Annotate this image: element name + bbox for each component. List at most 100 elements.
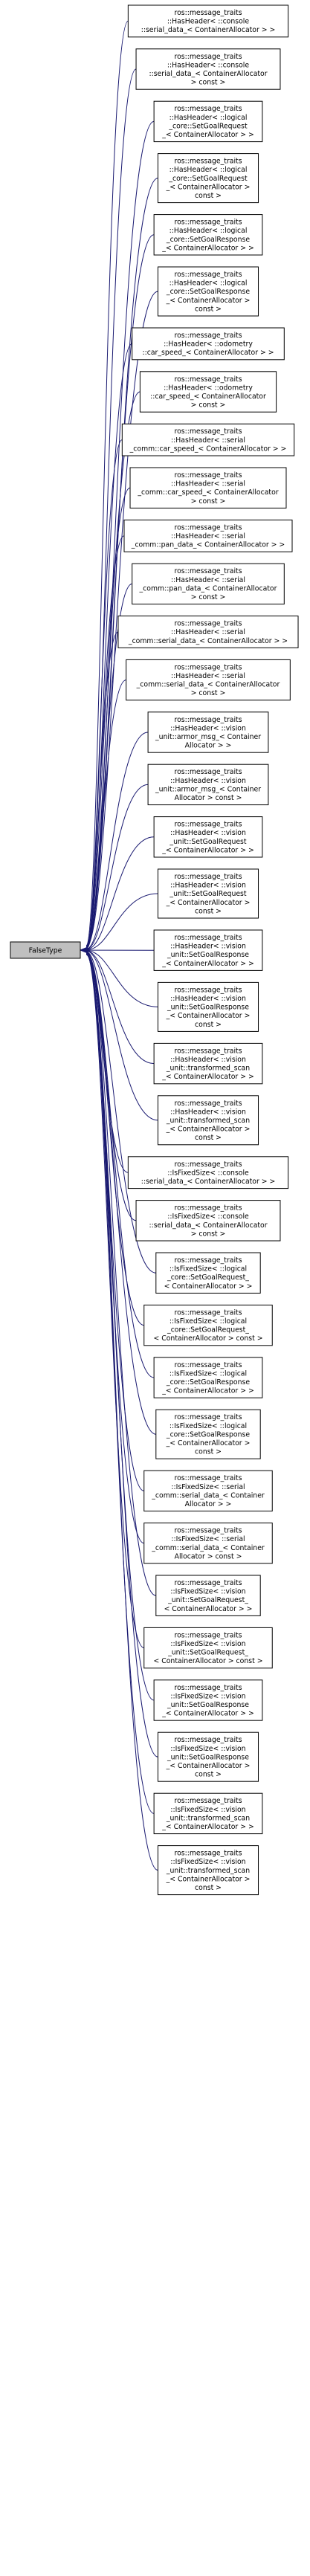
- class-node-label-line: const >: [195, 1884, 222, 1892]
- class-node-label-line: _comm::pan_data_< ContainerAllocator: [139, 584, 277, 593]
- class-node-label-line: _core::SetGoalRequest_: [167, 1274, 249, 1282]
- class-node[interactable]: ros::message_traits::HasHeader< ::logica…: [153, 214, 263, 256]
- class-node[interactable]: ros::message_traits::IsFixedSize< ::seri…: [143, 1523, 273, 1564]
- class-node-label-line: const >: [195, 1021, 222, 1029]
- inheritance-edge: [85, 950, 158, 1007]
- class-node-label-line: _unit::transformed_scan: [166, 1814, 250, 1822]
- root-node-falsetype[interactable]: FalseType: [10, 941, 81, 959]
- class-node-label-line: _core::SetGoalRequest_: [167, 1326, 249, 1334]
- class-node-label-line: > const >: [191, 401, 226, 410]
- class-node[interactable]: ros::message_traits::HasHeader< ::vision…: [147, 711, 269, 753]
- class-node[interactable]: ros::message_traits::HasHeader< ::serial…: [132, 563, 285, 605]
- class-node[interactable]: ros::message_traits::HasHeader< ::vision…: [157, 868, 259, 919]
- class-node-label-line: _comm::pan_data_< ContainerAllocator > >: [131, 541, 285, 549]
- class-node[interactable]: ros::message_traits::IsFixedSize< ::cons…: [127, 1156, 289, 1189]
- class-node-label-line: ros::message_traits: [174, 105, 242, 113]
- class-node-label-line: _core::SetGoalRequest: [168, 175, 248, 183]
- class-node[interactable]: ros::message_traits::IsFixedSize< ::logi…: [153, 1357, 263, 1398]
- class-node[interactable]: ros::message_traits::HasHeader< ::vision…: [153, 816, 263, 858]
- inheritance-edge: [85, 439, 123, 949]
- class-node-label-line: ::IsFixedSize< ::vision: [170, 1806, 245, 1814]
- class-node[interactable]: ros::message_traits::HasHeader< ::vision…: [157, 981, 259, 1032]
- class-node-label-line: _core::SetGoalResponse: [166, 1378, 250, 1387]
- class-node-label-line: ros::message_traits: [174, 471, 242, 480]
- inheritance-edge: [85, 952, 144, 1544]
- class-node-label-line: _comm::car_speed_< ContainerAllocator: [137, 488, 278, 497]
- class-node-label-line: _< ContainerAllocator >: [166, 297, 251, 305]
- class-node[interactable]: ros::message_traits::IsFixedSize< ::logi…: [155, 1252, 261, 1294]
- class-node-label-line: ros::message_traits: [174, 1256, 242, 1265]
- class-node-label-line: ::HasHeader< ::vision: [170, 995, 246, 1003]
- class-node-label-line: ros::message_traits: [174, 873, 242, 881]
- class-node-label-line: ::IsFixedSize< ::vision: [170, 1692, 245, 1700]
- class-node-label-line: ::HasHeader< ::vision: [170, 943, 246, 951]
- class-node-label-line: ::HasHeader< ::logical: [169, 166, 248, 174]
- class-node-label-line: ::HasHeader< ::serial: [171, 532, 245, 540]
- class-node[interactable]: ros::message_traits::HasHeader< ::serial…: [129, 467, 287, 509]
- class-node-label-line: < ContainerAllocator > const >: [154, 1334, 263, 1343]
- class-node[interactable]: ros::message_traits::IsFixedSize< ::visi…: [155, 1575, 261, 1616]
- class-node-label-line: _unit::transformed_scan: [166, 1117, 250, 1125]
- class-node-label-line: ::HasHeader< ::vision: [170, 882, 246, 890]
- class-node[interactable]: ros::message_traits::HasHeader< ::odomet…: [139, 371, 277, 413]
- class-node-label-line: const >: [195, 1448, 222, 1456]
- class-node-label-line: ros::message_traits: [174, 1100, 242, 1108]
- class-node-label-line: _unit::SetGoalRequest: [169, 838, 246, 846]
- class-node[interactable]: ros::message_traits::HasHeader< ::logica…: [157, 266, 259, 317]
- class-node[interactable]: ros::message_traits::HasHeader< ::consol…: [135, 48, 281, 90]
- class-node[interactable]: ros::message_traits::HasHeader< ::odomet…: [132, 327, 285, 361]
- class-node[interactable]: ros::message_traits::IsFixedSize< ::logi…: [155, 1409, 261, 1459]
- class-node-label-line: ros::message_traits: [174, 934, 242, 942]
- class-node-label-line: ros::message_traits: [174, 271, 242, 279]
- inheritance-edge: [85, 952, 144, 1326]
- class-node[interactable]: ros::message_traits::IsFixedSize< ::visi…: [153, 1679, 263, 1721]
- class-node[interactable]: ros::message_traits::IsFixedSize< ::visi…: [157, 1731, 259, 1782]
- class-node[interactable]: ros::message_traits::HasHeader< ::serial…: [123, 519, 293, 552]
- inheritance-edge: [85, 178, 158, 947]
- class-node[interactable]: ros::message_traits::HasHeader< ::vision…: [153, 929, 263, 971]
- class-node-label-line: ::IsFixedSize< ::vision: [170, 1858, 245, 1866]
- class-node-label-line: ::IsFixedSize< ::logical: [169, 1369, 247, 1378]
- class-node-label-line: _comm::serial_data_< ContainerAllocator: [136, 681, 280, 689]
- class-node-label-line: ros::message_traits: [174, 1527, 242, 1535]
- class-node[interactable]: ros::message_traits::IsFixedSize< ::logi…: [143, 1304, 273, 1346]
- class-node[interactable]: ros::message_traits::HasHeader< ::serial…: [121, 423, 295, 456]
- class-node[interactable]: ros::message_traits::HasHeader< ::vision…: [153, 1042, 263, 1085]
- class-node-label-line: > const >: [191, 593, 226, 601]
- class-node[interactable]: ros::message_traits::HasHeader< ::vision…: [147, 764, 269, 806]
- class-node-label-line: < ContainerAllocator > const >: [154, 1657, 263, 1665]
- class-node[interactable]: ros::message_traits::HasHeader< ::vision…: [157, 1095, 259, 1146]
- class-node-label-line: ::car_speed_< ContainerAllocator > >: [142, 349, 274, 357]
- class-node[interactable]: ros::message_traits::HasHeader< ::logica…: [153, 100, 263, 143]
- class-node[interactable]: ros::message_traits::IsFixedSize< ::visi…: [153, 1792, 263, 1835]
- inheritance-edge: [85, 951, 156, 1274]
- class-node-label-line: Allocator > const >: [175, 1552, 242, 1560]
- class-node-label-line: _unit::SetGoalResponse: [167, 1701, 249, 1709]
- class-node-label-line: ::HasHeader< ::vision: [170, 829, 246, 837]
- class-node-label-line: _< ContainerAllocator > >: [161, 1073, 254, 1081]
- edge-layer: [79, 20, 158, 1871]
- class-node[interactable]: ros::message_traits::HasHeader< ::serial…: [117, 616, 299, 648]
- class-node-label-line: ::HasHeader< ::vision: [170, 1056, 246, 1064]
- class-node[interactable]: ros::message_traits::IsFixedSize< ::seri…: [143, 1470, 273, 1512]
- class-node[interactable]: ros::message_traits::IsFixedSize< ::visi…: [157, 1845, 259, 1896]
- class-node-label-line: const >: [195, 305, 222, 313]
- class-node-label-line: > const >: [191, 689, 226, 697]
- inheritance-edge: [85, 952, 144, 1491]
- class-node-label-line: _< ContainerAllocator > >: [161, 131, 254, 139]
- inheritance-edge: [85, 20, 129, 946]
- class-node[interactable]: ros::message_traits::IsFixedSize< ::visi…: [143, 1627, 273, 1669]
- inheritance-edge: [85, 679, 126, 949]
- class-node[interactable]: ros::message_traits::HasHeader< ::consol…: [127, 4, 289, 38]
- root-node-label: FalseType: [29, 947, 62, 955]
- class-node-label-line: const >: [195, 907, 222, 915]
- class-node-label-line: < ContainerAllocator > >: [164, 1282, 253, 1291]
- class-node-label-line: ::HasHeader< ::vision: [170, 724, 246, 732]
- class-node[interactable]: ros::message_traits::IsFixedSize< ::cons…: [135, 1200, 281, 1242]
- class-node-label-line: _unit::SetGoalResponse: [167, 951, 249, 959]
- class-node-label-line: ros::message_traits: [174, 1684, 242, 1692]
- class-node-label-line: ::HasHeader< ::console: [167, 18, 249, 26]
- class-node-label-line: _< ContainerAllocator >: [166, 1762, 251, 1770]
- class-node[interactable]: ros::message_traits::HasHeader< ::serial…: [126, 659, 291, 701]
- class-node[interactable]: ros::message_traits::HasHeader< ::logica…: [157, 153, 259, 204]
